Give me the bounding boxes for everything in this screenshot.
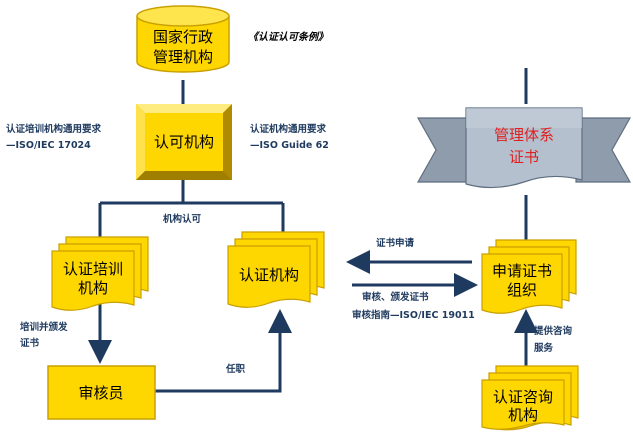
accreditation-body-label: 认可机构 (154, 133, 214, 151)
accreditation-body-node: 认可机构 (136, 104, 232, 180)
training-issue-line2: 证书 (20, 337, 40, 349)
org-recognition-label: 机构认可 (163, 213, 202, 225)
applicant-org-line2: 组织 (507, 281, 537, 299)
training-org-line1: 认证培训 (63, 260, 123, 278)
training-req-line1: 认证培训机构通用要求 (6, 123, 102, 135)
cert-application-label: 证书申请 (376, 237, 415, 249)
cert-req-line2: —ISO Guide 62 (250, 140, 329, 151)
certificate-banner-line1: 管理体系 (494, 126, 554, 144)
appointment-label: 任职 (225, 363, 246, 375)
cert-body-node: 认证机构 (227, 231, 325, 308)
training-req-line2: —ISO/IEC 17024 (6, 140, 91, 151)
auditor-node: 审核员 (47, 365, 156, 420)
connectors (88, 68, 538, 393)
consulting-org-line2: 机构 (508, 406, 538, 424)
admin-authority-line2: 管理机构 (153, 48, 213, 66)
training-issue-line1: 培训并颁发 (20, 321, 68, 333)
admin-authority-line1: 国家行政 (153, 28, 213, 46)
admin-authority-node: 国家行政 管理机构 (136, 5, 230, 73)
certificate-banner-line2: 证书 (509, 148, 539, 166)
applicant-org-line1: 申请证书 (492, 262, 552, 280)
review-issue-label: 审核、颁发证书 (362, 291, 429, 303)
regulation-label: 《认证认可条例》 (248, 31, 328, 43)
certificate-banner-node: 管理体系 证书 (416, 107, 632, 189)
training-org-node: 认证培训 机构 (51, 236, 149, 311)
consult-service-line2: 服务 (534, 342, 554, 354)
cert-body-label: 认证机构 (239, 266, 299, 284)
auditor-to-certbody-arrow (155, 309, 292, 393)
cert-req-line1: 认证机构通用要求 (250, 123, 327, 135)
auditor-label: 审核员 (78, 384, 123, 402)
audit-guide-label: 审核指南—ISO/IEC 19011 (352, 309, 475, 321)
consulting-org-line1: 认证咨询 (493, 388, 553, 406)
applicant-org-node: 申请证书 组织 (481, 239, 577, 314)
consulting-org-node: 认证咨询 机构 (481, 365, 579, 431)
consult-service-line1: 提供咨询 (534, 325, 573, 337)
training-org-line2: 机构 (78, 279, 108, 297)
